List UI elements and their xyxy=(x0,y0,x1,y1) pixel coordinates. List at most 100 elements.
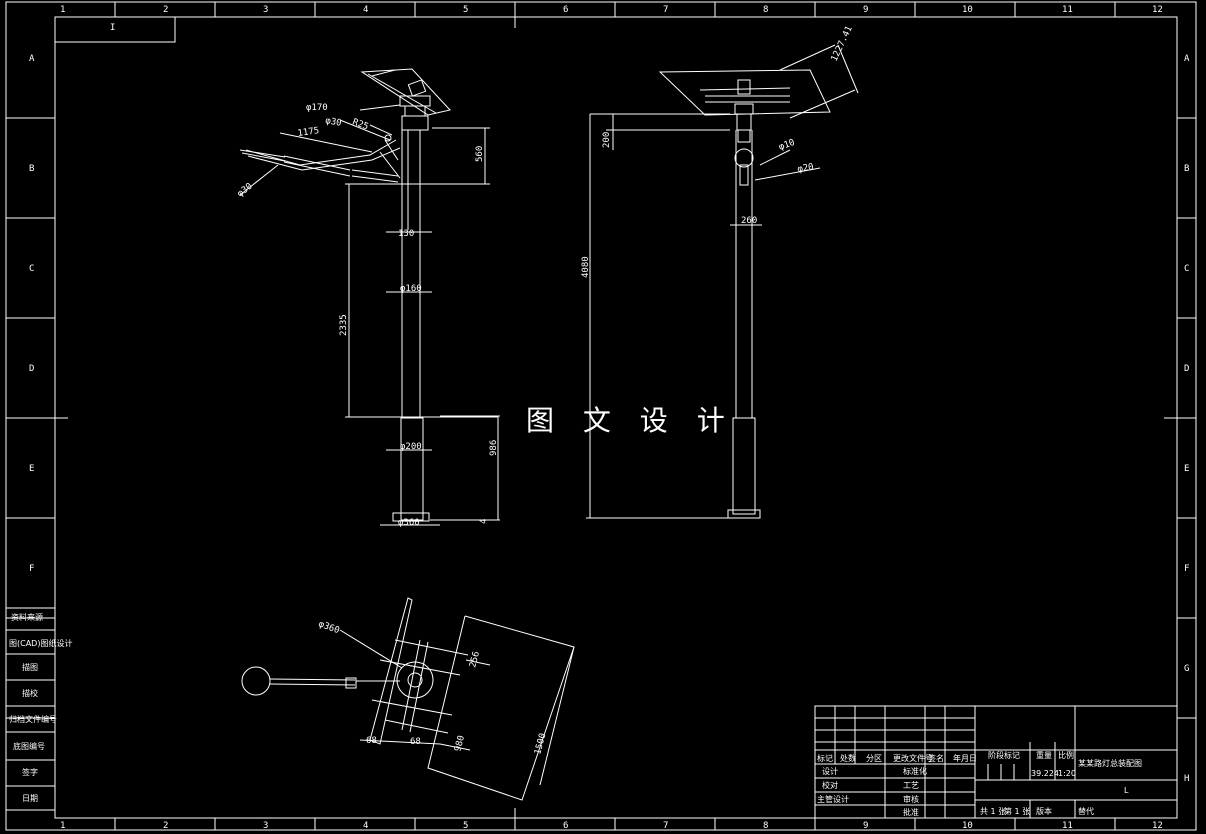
col-label: 2 xyxy=(163,5,168,15)
column-labels-bottom: 1 2 3 4 5 6 7 8 9 10 11 12 xyxy=(60,821,1163,831)
col-label: 5 xyxy=(463,5,468,15)
row-label: G xyxy=(1184,664,1189,674)
row-labels-right: A B C D E F G H xyxy=(1184,54,1190,784)
tb-version: 版本 xyxy=(1036,806,1052,816)
column-dividers xyxy=(114,2,1116,830)
lamp-arm xyxy=(245,139,397,166)
column-labels-top: 1 2 3 4 5 6 7 8 9 10 11 12 xyxy=(60,5,1163,15)
front-view: 200 4080 φ10 φ20 260 1227.41 xyxy=(581,25,859,519)
col-label: 6 xyxy=(563,5,568,15)
col-label: 11 xyxy=(1062,5,1073,15)
tb-sheet-no: 第 1 张 xyxy=(1004,806,1030,816)
panel-outline-shape xyxy=(427,615,575,801)
dim-label: 2335 xyxy=(339,314,349,336)
dim-label: 986 xyxy=(489,440,499,456)
row-label: F xyxy=(1184,564,1189,574)
col-label: 7 xyxy=(663,821,668,831)
panel-label: 签字 xyxy=(22,767,38,777)
col-label: 12 xyxy=(1152,821,1163,831)
tb-weight-label: 重量 xyxy=(1036,750,1052,760)
panel-label: 描校 xyxy=(22,688,38,698)
panel-edge xyxy=(369,597,413,745)
panel-label: 资料来源 xyxy=(11,612,43,622)
row-label: D xyxy=(1184,364,1189,374)
pole-base xyxy=(400,417,424,521)
tb-role: 标准化 xyxy=(903,766,927,776)
panel-label: 归档文件编号 xyxy=(9,714,57,724)
dim-label: φ30 xyxy=(236,181,255,199)
panel-label: 图(CAD)图纸设计 xyxy=(9,638,72,648)
col-label: 5 xyxy=(463,821,468,831)
dim-label: φ10 xyxy=(778,138,797,153)
tb-drawing-no: L xyxy=(1124,786,1129,795)
dim-label: 200 xyxy=(602,132,612,148)
left-info-panel: 资料来源 图(CAD)图纸设计 描图 描校 归档文件编号 底图编号 签字 日期 xyxy=(6,607,72,811)
col-label: 1 xyxy=(60,821,65,831)
row-label: A xyxy=(1184,54,1190,64)
col-label: 8 xyxy=(763,821,768,831)
dim-label: R25 xyxy=(351,117,370,132)
panel-label: 日期 xyxy=(22,794,38,803)
pole-circle-top xyxy=(396,661,434,699)
watermark: 图 文 设 计 xyxy=(526,404,735,437)
tb-drawing-name: 某某路灯总装配图 xyxy=(1078,758,1142,768)
tb-header: 更改文件号 xyxy=(893,753,933,763)
tb-role: 主管设计 xyxy=(817,794,849,804)
tb-header: 标记 xyxy=(817,753,833,763)
row-labels-left: A B C D E F xyxy=(29,54,35,574)
panel-label: 底图编号 xyxy=(13,741,45,751)
dim-label: 1500 xyxy=(533,732,548,756)
tb-scale-label: 比例 xyxy=(1058,750,1074,760)
tb-weight: 39.224 xyxy=(1031,769,1059,778)
tb-sheet-total: 共 1 张 xyxy=(980,807,1006,816)
dim-label: φ360 xyxy=(317,619,341,636)
dim-label: φ20 xyxy=(797,162,815,175)
dim-label: 1175 xyxy=(297,126,320,139)
dim-label: 4080 xyxy=(581,256,591,278)
dim-label: φ30 xyxy=(324,116,342,129)
tb-stage-label: 阶段标记 xyxy=(988,750,1020,760)
solar-panel-front xyxy=(658,69,831,116)
tb-role: 校对 xyxy=(822,780,838,790)
arm-joint xyxy=(734,148,754,168)
row-label: F xyxy=(29,564,34,574)
col-label: 11 xyxy=(1062,821,1073,831)
dim-label: 1227.41 xyxy=(830,25,855,64)
row-label: H xyxy=(1184,774,1189,784)
title-cell-text: I xyxy=(110,23,115,33)
col-label: 1 xyxy=(60,5,65,15)
tb-header: 签名 xyxy=(928,753,944,763)
top-view: φ360 256 68 68 980 1500 xyxy=(241,597,575,801)
dim-label: 260 xyxy=(741,216,757,226)
col-label: 4 xyxy=(363,821,368,831)
col-label: 3 xyxy=(263,821,268,831)
dim-label: 130 xyxy=(398,229,414,239)
tb-role: 批准 xyxy=(903,807,919,817)
dim-label: 4 xyxy=(479,519,489,524)
col-label: 6 xyxy=(563,821,568,831)
dim-label: φ360 xyxy=(398,518,420,528)
tb-role: 审核 xyxy=(903,794,919,804)
dim-label: φ170 xyxy=(306,103,328,113)
col-label: 9 xyxy=(863,821,868,831)
col-label: 12 xyxy=(1152,5,1163,15)
dim-label: 68 xyxy=(366,736,377,746)
dim-label: 980 xyxy=(453,734,467,752)
row-label: A xyxy=(29,54,35,64)
col-label: 9 xyxy=(863,5,868,15)
row-label: C xyxy=(1184,264,1189,274)
col-label: 2 xyxy=(163,821,168,831)
tb-role: 工艺 xyxy=(903,781,919,790)
col-label: 7 xyxy=(663,5,668,15)
row-label: D xyxy=(29,364,34,374)
pole-base-front xyxy=(732,417,756,515)
panel-bracket-front xyxy=(737,79,751,95)
centering-marks xyxy=(55,17,1177,818)
dim-label: φ160 xyxy=(400,284,422,294)
col-label: 4 xyxy=(363,5,368,15)
col-label: 10 xyxy=(962,5,973,15)
tb-header: 处数 xyxy=(840,753,856,763)
dim-label: 68 xyxy=(410,737,421,747)
solar-panel xyxy=(360,68,451,116)
